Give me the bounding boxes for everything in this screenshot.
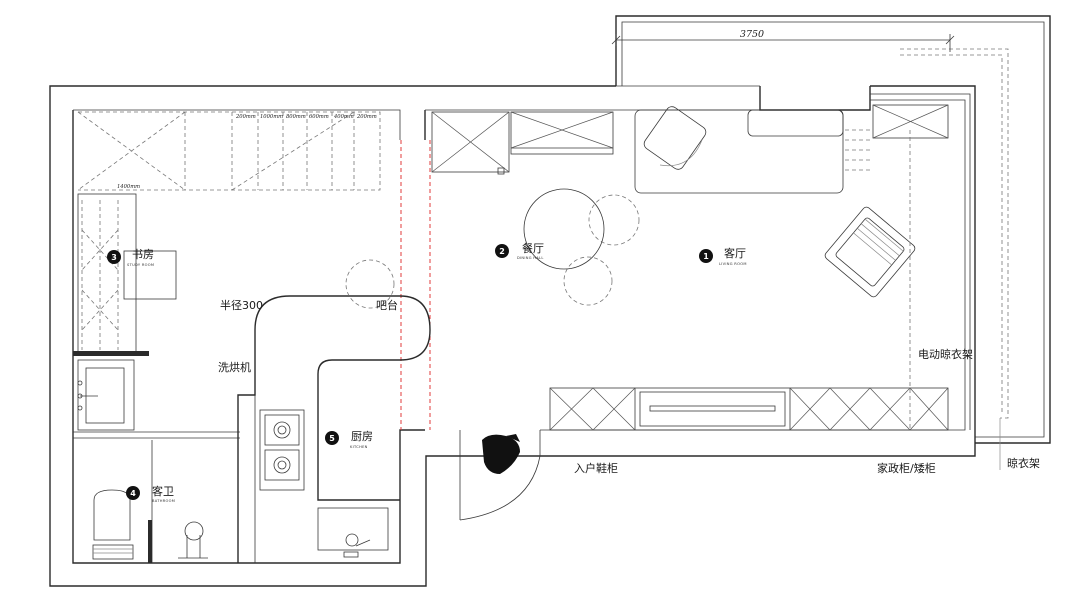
stair-dim-left: 1400mm [117, 184, 140, 190]
room-marker-1: 1 客厅 LIVING ROOM [699, 246, 747, 266]
room-marker-2: 2 餐厅 DINING HALL [495, 241, 544, 260]
svg-text:客卫: 客卫 [152, 484, 174, 498]
stair-area: 200mm 1000mm 800mm 600mm 400mm 200mm 140… [77, 111, 381, 191]
dining-table [523, 188, 605, 270]
room-marker-5: 5 厨房 KITCHEN [325, 430, 373, 449]
top-dimension: 3750 [611, 29, 955, 52]
living-furniture [634, 104, 949, 430]
svg-text:DINING HALL: DINING HALL [517, 256, 544, 260]
bathroom-sink [73, 359, 240, 439]
svg-text:5: 5 [329, 434, 335, 443]
svg-text:客厅: 客厅 [724, 246, 746, 260]
stair-dim-3: 800mm [286, 114, 306, 120]
top-dimension-text: 3750 [740, 29, 764, 40]
top-cabinets [431, 111, 614, 175]
washer-dryer-note: 洗烘机 [218, 360, 251, 374]
stair-dim-1: 200mm [235, 114, 256, 120]
tv-cabinet [549, 387, 949, 431]
radius-note: 半径300 [220, 298, 263, 312]
bar-note: 吧台 [376, 298, 398, 312]
stair-dim-5: 400mm [333, 114, 354, 120]
electric-rack-note: 电动晾衣架 [918, 347, 973, 361]
utility-cabinet-note: 家政柜/矮柜 [877, 461, 936, 475]
stair-dim-4: 600mm [309, 114, 329, 120]
stair-dim-2: 1000mm [260, 114, 283, 120]
svg-text:书房: 书房 [132, 248, 154, 261]
svg-text:2: 2 [499, 247, 505, 256]
svg-text:LIVING ROOM: LIVING ROOM [719, 262, 747, 266]
clothes-rack-note: 晾衣架 [1007, 456, 1040, 470]
svg-text:1: 1 [703, 252, 709, 261]
bathroom-fixtures [92, 440, 208, 563]
svg-text:3: 3 [111, 253, 117, 262]
room-marker-4: 4 客卫 BATHROOM [126, 484, 175, 503]
svg-text:厨房: 厨房 [351, 430, 373, 443]
room-marker-3: 3 书房 STUDY ROOM [107, 248, 154, 267]
svg-text:KITCHEN: KITCHEN [350, 445, 368, 449]
stair-dim-6: 200mm [356, 114, 377, 120]
svg-text:BATHROOM: BATHROOM [152, 499, 175, 503]
study-room [73, 193, 177, 356]
svg-text:4: 4 [130, 489, 136, 498]
svg-text:餐厅: 餐厅 [522, 241, 544, 255]
shoe-cabinet-note: 入户鞋柜 [574, 461, 618, 475]
entry-door [459, 434, 541, 521]
balcony-frame [615, 15, 1051, 470]
outer-walls [49, 85, 976, 587]
kitchen-counter [237, 295, 431, 563]
svg-text:STUDY ROOM: STUDY ROOM [127, 263, 154, 267]
dashed-stools [345, 194, 640, 309]
